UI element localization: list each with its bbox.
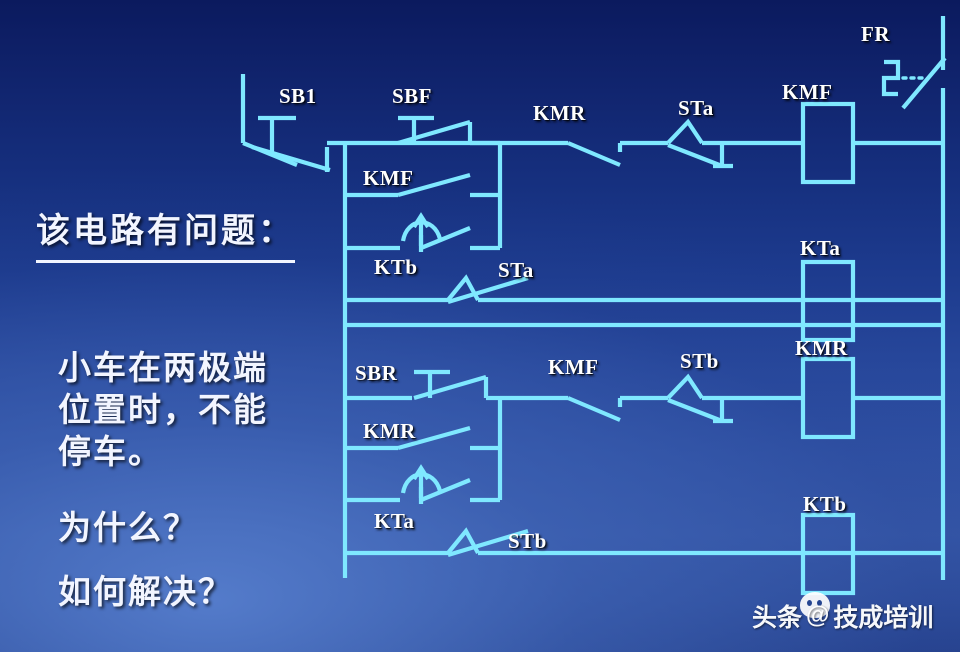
contact-kta-stb-branch	[345, 527, 943, 558]
at-icon: @	[806, 602, 830, 629]
label-sbf: SBF	[392, 84, 433, 108]
question-title: 该电路有问题：	[36, 210, 295, 263]
label-ktb-coil: KTb	[803, 492, 847, 516]
label-stb-nc: STb	[680, 349, 719, 373]
rung-kmr-main	[500, 373, 803, 424]
label-kmf-nc: KMF	[548, 355, 599, 379]
label-ktb-contact: KTb	[374, 255, 418, 279]
label-fr: FR	[861, 22, 890, 46]
label-kmr-coil: KMR	[795, 336, 848, 360]
label-kmr-seal: KMR	[363, 419, 416, 443]
contact-kmr-seal	[345, 425, 500, 451]
contact-fr-thermal-overload	[881, 16, 947, 580]
pushbutton-sb1	[251, 115, 331, 173]
contact-ktb-sta-branch	[345, 274, 943, 305]
label-kmf-seal: KMF	[363, 166, 414, 190]
pushbutton-sbr	[345, 369, 500, 401]
label-sb1: SB1	[279, 84, 317, 108]
label-sta-branch: STa	[498, 258, 534, 282]
pushbutton-sbf	[397, 115, 473, 146]
wechat-face-icon	[800, 592, 830, 618]
coil-kmr	[800, 356, 943, 440]
contact-kmf-seal	[345, 172, 500, 198]
watermark-account: 技成培训	[833, 604, 934, 632]
body-text: 小车在两极端 位置时，不能 停车。	[58, 351, 268, 472]
label-sta-nc: STa	[678, 96, 714, 120]
label-kta-coil: KTa	[800, 236, 841, 260]
coil-kta	[800, 259, 856, 343]
rung-kmf-main	[500, 118, 803, 169]
watermark: 头条 @ 技成培训	[752, 598, 933, 634]
label-kmr-nc: KMR	[533, 101, 586, 125]
label-kta-contact: KTa	[374, 509, 415, 533]
contact-kmf-aux-arrow	[345, 212, 500, 252]
coil-ktb	[800, 512, 856, 596]
coil-kmf	[800, 101, 943, 185]
label-stb-branch: STb	[508, 529, 547, 553]
label-kmf-coil: KMF	[782, 80, 833, 104]
label-sbr: SBR	[355, 361, 398, 385]
watermark-platform: 头条	[752, 604, 803, 632]
contact-kmr-aux-arrow	[345, 464, 500, 504]
how-text: 如何解决？	[58, 575, 233, 611]
why-text: 为什么？	[58, 511, 198, 547]
